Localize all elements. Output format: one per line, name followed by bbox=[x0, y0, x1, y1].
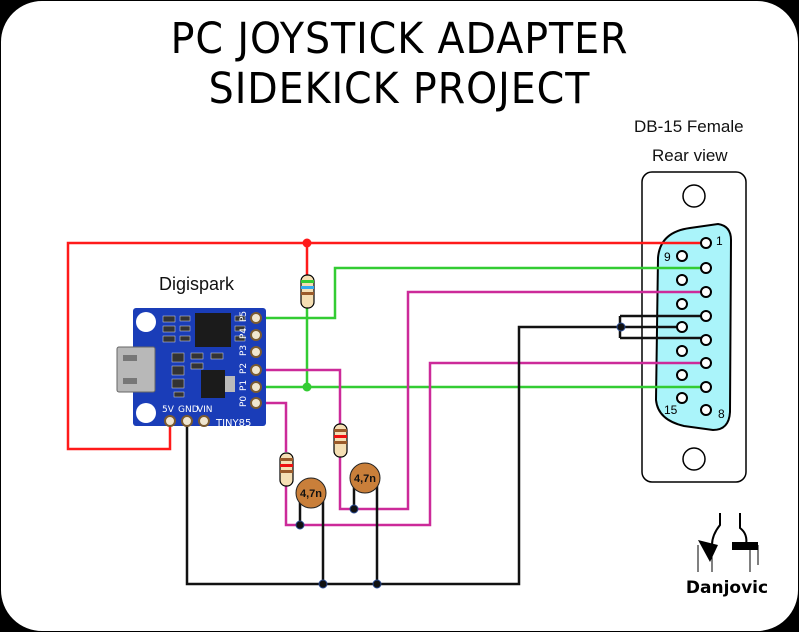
mounting-hole-bottom bbox=[682, 447, 706, 471]
title-line-2: SIDEKICK PROJECT bbox=[208, 64, 591, 114]
pin-label-p0: P0 bbox=[239, 396, 249, 407]
digispark-board: P5 P4 P3 P2 P1 P0 5V GND VIN TINY85 bbox=[116, 308, 266, 429]
title-line-1: PC JOYSTICK ADAPTER bbox=[170, 14, 629, 64]
pin-9-label: 9 bbox=[664, 250, 671, 264]
capacitor-2-label: 4,7n bbox=[354, 473, 376, 485]
junction-cap2 bbox=[349, 504, 359, 514]
wire-p5 bbox=[256, 266, 706, 320]
pin-10 bbox=[676, 274, 688, 286]
pin-label-p3: P3 bbox=[239, 345, 249, 356]
pin-8 bbox=[700, 404, 712, 416]
wires bbox=[66, 241, 706, 586]
pin-gnd bbox=[181, 415, 193, 427]
junction-5v bbox=[302, 238, 312, 248]
db15-connector bbox=[641, 171, 747, 483]
resistor-pullup bbox=[300, 274, 315, 309]
pin-1 bbox=[700, 237, 712, 249]
pin-4 bbox=[700, 310, 712, 322]
wire-gnd bbox=[185, 325, 618, 586]
connector-view-label: Rear view bbox=[652, 146, 728, 165]
pin-p2 bbox=[250, 364, 262, 376]
pin-5v bbox=[164, 415, 176, 427]
pin-8-label: 8 bbox=[718, 407, 725, 421]
pin-5 bbox=[700, 334, 712, 346]
pin-vin bbox=[198, 415, 210, 427]
db15-pins bbox=[676, 237, 712, 416]
wire-p2 bbox=[256, 368, 342, 425]
junction-cap1 bbox=[295, 520, 305, 530]
capacitor-1: 4,7n bbox=[295, 477, 327, 509]
junctions bbox=[295, 238, 626, 589]
pin-label-p5: P5 bbox=[239, 311, 249, 322]
pin-p5 bbox=[250, 312, 262, 324]
wire-p0-return bbox=[284, 361, 706, 527]
pin-9 bbox=[676, 250, 688, 262]
pin-7 bbox=[700, 381, 712, 393]
pin-15 bbox=[676, 392, 688, 404]
usb-port bbox=[116, 346, 156, 393]
pin-13 bbox=[676, 345, 688, 357]
pin-label-gnd: GND bbox=[178, 405, 199, 415]
board-hole-top bbox=[136, 312, 156, 332]
resistor-p2 bbox=[333, 423, 348, 458]
board-hole-bottom bbox=[136, 403, 156, 423]
pin-2 bbox=[700, 262, 712, 274]
pin-label-p4: P4 bbox=[239, 328, 249, 339]
logo-hand-icon bbox=[711, 513, 748, 546]
junction-gnd-3 bbox=[616, 322, 626, 332]
regulator bbox=[201, 370, 225, 398]
attiny85-chip bbox=[195, 313, 231, 347]
pin-11 bbox=[676, 298, 688, 310]
pin-p0 bbox=[250, 397, 262, 409]
board-model-label: TINY85 bbox=[215, 418, 251, 429]
pin-1-label: 1 bbox=[716, 234, 723, 248]
junction-p1 bbox=[302, 382, 312, 392]
mounting-hole-top bbox=[682, 184, 706, 208]
pin-15-label: 15 bbox=[664, 403, 678, 417]
pin-label-vin: VIN bbox=[197, 405, 213, 415]
pin-label-p1: P1 bbox=[239, 380, 249, 391]
danjovic-logo: Danjovic bbox=[686, 513, 768, 598]
wire-5v bbox=[66, 241, 706, 451]
pin-p4 bbox=[250, 329, 262, 341]
board-label: Digispark bbox=[159, 274, 235, 294]
connector-label: DB-15 Female bbox=[634, 117, 744, 136]
connector-body bbox=[654, 222, 733, 432]
pin-14 bbox=[676, 369, 688, 381]
pin-12 bbox=[676, 321, 688, 333]
logo-text: Danjovic bbox=[686, 578, 768, 598]
pin-p3 bbox=[250, 346, 262, 358]
capacitor-2: 4,7n bbox=[349, 462, 381, 494]
resistor-p0 bbox=[279, 452, 294, 487]
junction-gnd-1 bbox=[318, 579, 328, 589]
junction-gnd-2 bbox=[372, 579, 382, 589]
pin-label-5v: 5V bbox=[162, 405, 175, 415]
capacitor-1-label: 4,7n bbox=[300, 488, 322, 500]
pin-p1 bbox=[250, 381, 262, 393]
pin-6 bbox=[700, 357, 712, 369]
pin-3 bbox=[700, 286, 712, 298]
pin-label-p2: P2 bbox=[239, 363, 249, 374]
wire-p2-return bbox=[338, 290, 706, 511]
